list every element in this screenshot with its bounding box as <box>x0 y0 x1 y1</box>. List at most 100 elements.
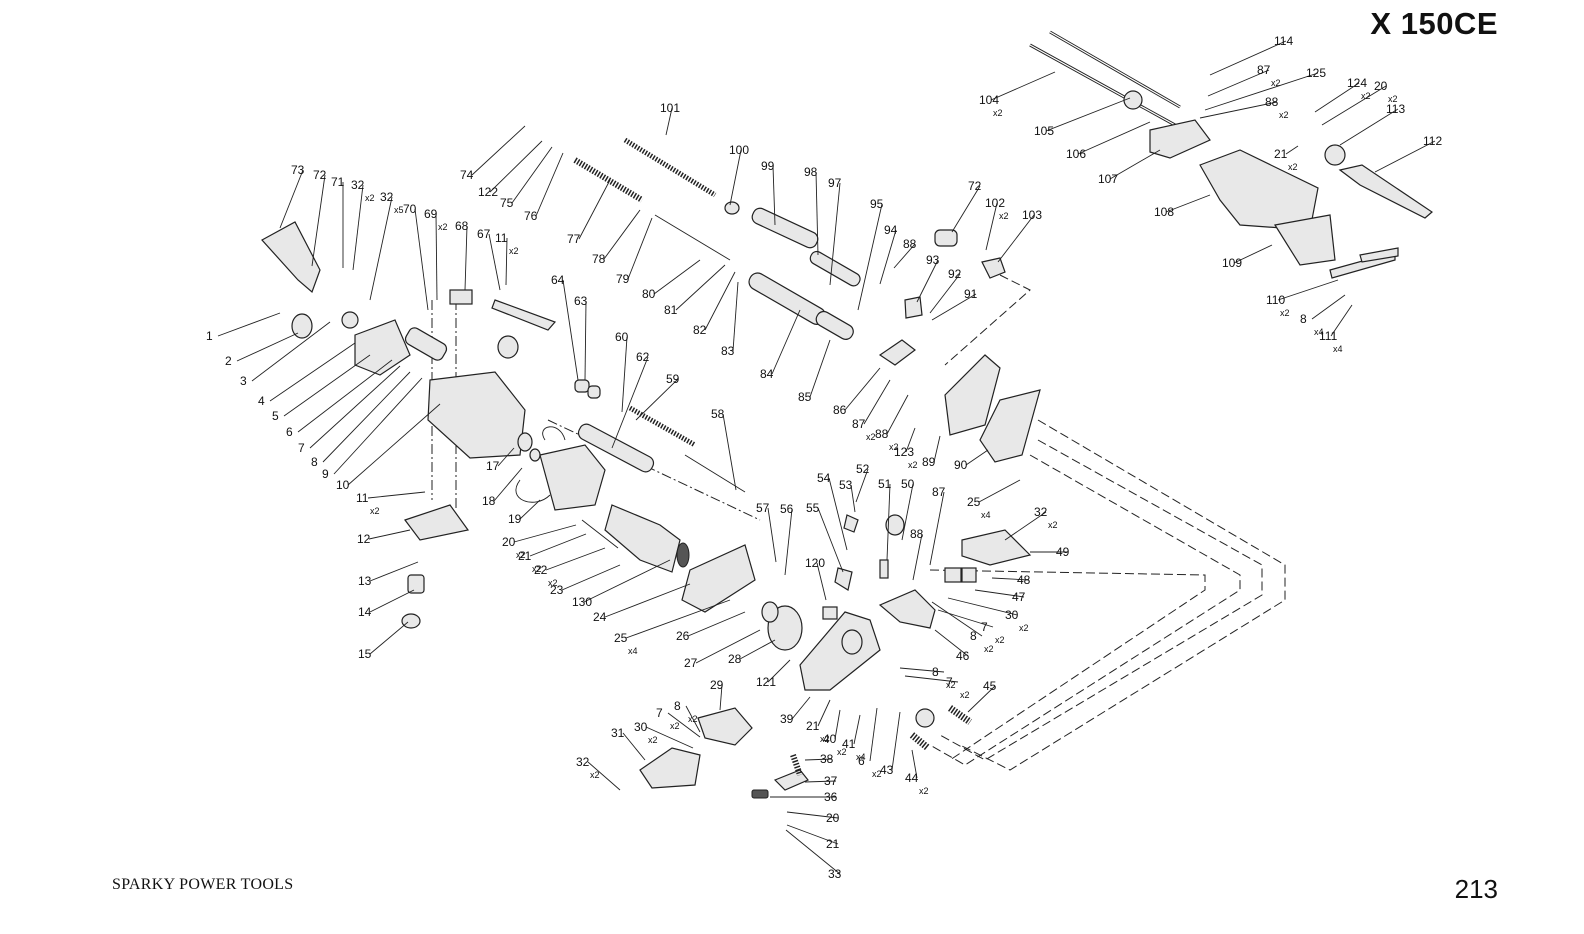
leader-line <box>653 259 701 295</box>
part-callout: 26 <box>676 629 690 643</box>
leader-line <box>784 508 793 576</box>
leader-line <box>904 675 959 683</box>
part-callout: 83 <box>721 344 735 358</box>
leader-line <box>912 533 923 581</box>
leader-line <box>625 599 731 639</box>
cover-12 <box>404 504 470 541</box>
part-quantity: x4 <box>981 510 991 520</box>
part-callout: 89 <box>922 455 936 469</box>
leader-line <box>990 71 1056 101</box>
leader-line <box>739 639 776 660</box>
part-callout: 32 <box>351 178 365 192</box>
part-callout: 58 <box>711 407 725 421</box>
part-callout: 8 <box>311 455 318 469</box>
leader-line <box>1004 511 1047 541</box>
part-callout: 33 <box>828 867 842 881</box>
leader-line <box>611 356 649 449</box>
leader-line <box>529 533 587 557</box>
leader-line <box>997 214 1035 263</box>
part-callout: 95 <box>870 197 884 211</box>
part-callout: 103 <box>1022 208 1042 222</box>
part-callout: 55 <box>806 501 820 515</box>
part-quantity: x2 <box>995 635 1005 645</box>
cap-50 <box>885 514 905 536</box>
leader-line <box>279 169 304 229</box>
part-callout: 67 <box>477 227 491 241</box>
part-callout: 120 <box>805 556 825 570</box>
part-callout: 71 <box>331 175 345 189</box>
part-callout: 15 <box>358 647 372 661</box>
part-callout: 98 <box>804 165 818 179</box>
part-callout: 8 <box>1300 312 1307 326</box>
part-callout: 24 <box>593 610 607 624</box>
part-callout: 28 <box>728 652 742 666</box>
part-quantity: x2 <box>370 506 380 516</box>
part-callout: 130 <box>572 595 592 609</box>
leader-line <box>933 435 941 463</box>
part-quantity: x2 <box>532 564 542 574</box>
leader-line <box>368 529 411 540</box>
part-callout: 50 <box>901 477 915 491</box>
part-callout: 76 <box>524 209 538 223</box>
part-quantity: x2 <box>1388 94 1398 104</box>
part-callout: 11 <box>356 491 369 505</box>
leader-line <box>369 589 415 613</box>
part-quantity: x2 <box>889 442 899 452</box>
leader-line <box>771 309 801 375</box>
leader-line <box>311 174 326 267</box>
part-quantity: x2 <box>993 108 1003 118</box>
part-callout: 91 <box>964 287 978 301</box>
part-callout: 122 <box>478 185 498 199</box>
leader-line <box>974 589 1025 598</box>
part-callout: 88 <box>1265 95 1279 109</box>
leader-line <box>675 264 726 311</box>
part-callout: 101 <box>660 101 680 115</box>
guard-109 <box>1274 214 1336 266</box>
leader-line <box>1207 69 1270 97</box>
part-callout: 8 <box>970 629 977 643</box>
part-callout: 87 <box>1257 63 1271 77</box>
key-36 <box>751 789 769 799</box>
bearing-3 <box>341 311 359 329</box>
part-callout: 7 <box>981 620 988 634</box>
part-callout: 68 <box>455 219 469 233</box>
part-callout: 79 <box>616 272 630 286</box>
leader-line <box>722 413 737 491</box>
part-callout: 6 <box>286 425 293 439</box>
leader-line <box>603 209 641 260</box>
part-callout: 52 <box>856 462 870 476</box>
leader-line <box>283 354 371 417</box>
part-quantity: x2 <box>365 193 375 203</box>
brush-67 <box>497 335 519 359</box>
sleeve-72b <box>934 229 958 247</box>
part-callout: 41 <box>842 737 856 751</box>
model-title: X 150CE <box>1370 6 1498 41</box>
leader-line <box>505 237 508 286</box>
leader-line <box>967 685 996 713</box>
leader-line <box>347 403 441 486</box>
part-callout: 17 <box>486 459 500 473</box>
leader-line <box>947 597 1018 616</box>
part-quantity: x2 <box>999 211 1009 221</box>
leader-line <box>853 714 861 745</box>
leader-line <box>604 583 691 618</box>
block-107 <box>1149 119 1211 159</box>
leader-line <box>1199 101 1278 119</box>
part-callout: 60 <box>615 330 629 344</box>
leader-line <box>545 547 606 571</box>
part-callout: 12 <box>357 532 371 546</box>
part-callout: 20 <box>826 811 840 825</box>
part-callout: 32 <box>576 755 590 769</box>
box-68 <box>449 289 473 305</box>
part-callout: 22 <box>534 563 548 577</box>
part-callout: 21 <box>1274 147 1288 161</box>
leader-line <box>367 491 426 499</box>
wrench-112 <box>1338 164 1433 219</box>
part-quantity: x2 <box>1279 110 1289 120</box>
knob-93 <box>904 296 923 319</box>
assembly-guide-lines <box>431 274 1286 771</box>
leader-line <box>931 601 983 637</box>
part-callout: 54 <box>817 471 831 485</box>
part-callout: 84 <box>760 367 774 381</box>
